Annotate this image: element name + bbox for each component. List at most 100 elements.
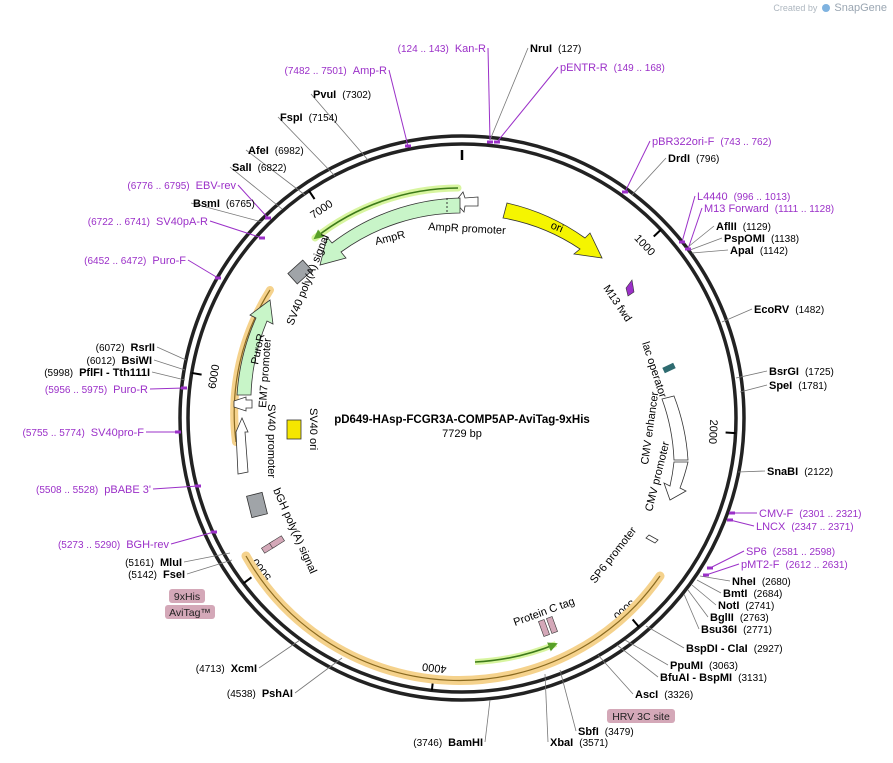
enzyme-leader-line (151, 371, 186, 381)
enzyme-site[interactable]: BmtI(2684) (723, 588, 782, 600)
primer-site[interactable]: L4440(996 .. 1013) (697, 191, 790, 203)
primer-site[interactable]: LNCX(2347 .. 2371) (756, 521, 854, 533)
primer-site[interactable]: pENTR-R(149 .. 168) (560, 62, 665, 74)
primer-site[interactable]: (6776 .. 6795)EBV-rev (127, 180, 236, 192)
enzyme-name: BspDI - ClaI (686, 643, 748, 655)
primer-site[interactable]: CMV-F(2301 .. 2321) (759, 508, 862, 520)
tick-mark-6000 (191, 371, 202, 376)
enzyme-name: FspI (280, 112, 303, 124)
enzyme-site[interactable]: (6072)RsrII (96, 342, 155, 354)
em7-promoter-label: EM7 promoter (257, 338, 274, 409)
enzyme-site[interactable]: AflII(1129) (716, 221, 771, 233)
enzyme-site[interactable]: BsmI(6765) (193, 198, 255, 210)
enzyme-site[interactable]: (6012)BsiWI (87, 355, 152, 367)
enzyme-leader-line (489, 47, 529, 141)
primer-site[interactable]: (5956 .. 5975)Puro-R (45, 384, 148, 396)
sv40-ori-feature[interactable] (286, 419, 302, 440)
enzyme-site[interactable]: AscI(3326) (635, 689, 693, 701)
em7-promoter-feature[interactable] (233, 396, 253, 412)
enzyme-position: (796) (696, 154, 719, 165)
primer-site[interactable]: pMT2-F(2612 .. 2631) (741, 559, 848, 571)
primer-site[interactable]: SP6(2581 .. 2598) (746, 546, 835, 558)
enzyme-site[interactable]: NheI(2680) (732, 576, 791, 588)
bgh-polya-feature[interactable] (246, 491, 268, 519)
cmv-promoter-feature[interactable] (663, 461, 689, 501)
primer-site[interactable]: (6452 .. 6472)Puro-F (84, 255, 186, 267)
ori-feature[interactable] (502, 202, 603, 259)
puror-feature[interactable] (236, 299, 274, 396)
enzyme-site[interactable]: BfuAI - BspMI(3131) (660, 672, 767, 684)
enzyme-site[interactable]: DrdI(796) (668, 153, 719, 165)
enzyme-name: EcoRV (754, 304, 790, 316)
tick-label: 1000 (632, 232, 658, 258)
primer-site[interactable]: (5508 .. 5528)pBABE 3' (36, 484, 151, 496)
primer-name: pMT2-F (741, 559, 780, 571)
m13-fwd-feature[interactable] (625, 279, 635, 297)
primer-leader-line (729, 519, 755, 527)
his-tag-box[interactable]: 9xHis (169, 589, 205, 603)
enzyme-site[interactable]: PvuI(7302) (313, 89, 371, 101)
insert-orf-line (245, 555, 661, 682)
enzyme-name: BglII (710, 612, 734, 624)
hrv3c-box[interactable]: HRV 3C site (607, 709, 675, 723)
ampr-orf-arrow (313, 187, 459, 240)
sv40-promoter-feature[interactable] (235, 416, 249, 475)
enzyme-name: BfuAI - BspMI (660, 672, 732, 684)
enzyme-position: (6765) (226, 199, 255, 210)
primer-site[interactable]: (7482 .. 7501)Amp-R (285, 65, 388, 77)
hrv3c-text: HRV 3C site (612, 711, 670, 723)
enzyme-site[interactable]: NruI(127) (530, 43, 581, 55)
enzyme-position: (127) (558, 44, 581, 55)
enzyme-site[interactable]: AfeI(6982) (248, 145, 304, 157)
primer-site[interactable]: (124 .. 143)Kan-R (398, 43, 486, 55)
primer-site[interactable]: (5273 .. 5290)BGH-rev (58, 539, 170, 551)
site-labels: NruI(127) PvuI(7302) FspI(7154) AfeI(6982) S… (23, 43, 862, 749)
enzyme-site[interactable]: (5161)MluI (125, 557, 182, 569)
enzyme-name: NotI (718, 600, 739, 612)
enzyme-site[interactable]: (5142)FseI (128, 569, 185, 581)
enzyme-site[interactable]: (3746)BamHI (413, 737, 483, 749)
enzyme-site[interactable]: SbfI(3479) (578, 726, 634, 738)
enzyme-name: SbfI (578, 726, 599, 738)
enzyme-site[interactable]: ApaI(1142) (730, 245, 788, 257)
enzyme-site[interactable]: Bsu36I(2771) (701, 624, 772, 636)
lac-operator-feature[interactable] (662, 362, 676, 374)
enzyme-site[interactable]: BglII(2763) (710, 612, 769, 624)
primer-leader-line (187, 259, 219, 279)
ampr-feature[interactable] (319, 197, 461, 266)
enzyme-site[interactable]: BsrGI(1725) (769, 366, 834, 378)
enzyme-leader-line (739, 384, 768, 393)
enzyme-site[interactable]: NotI(2741) (718, 600, 774, 612)
enzyme-position: (1129) (743, 222, 771, 233)
enzyme-site[interactable]: FspI(7154) (280, 112, 338, 124)
enzyme-site[interactable]: BspDI - ClaI(2927) (686, 643, 783, 655)
primer-site[interactable]: M13 Forward(1111 .. 1128) (704, 203, 834, 215)
enzyme-site[interactable]: PpuMI(3063) (670, 660, 738, 672)
enzyme-position: (3571) (579, 738, 608, 749)
primer-binding-mark (175, 430, 181, 434)
enzyme-site[interactable]: EcoRV(1482) (754, 304, 824, 316)
primer-name: pBR322ori-F (652, 136, 715, 148)
enzyme-position: (4538) (227, 689, 256, 700)
enzyme-site[interactable]: XbaI(3571) (550, 737, 608, 749)
primer-site[interactable]: pBR322ori-F(743 .. 762) (652, 136, 772, 148)
primer-site[interactable]: (6722 .. 6741)SV40pA-R (88, 216, 208, 228)
snapgene-brand: SnapGene (834, 2, 887, 14)
sv40-polya-feature[interactable] (287, 259, 313, 285)
primer-range: (6776 .. 6795) (127, 181, 189, 192)
enzyme-leader-line (559, 669, 577, 732)
enzyme-site[interactable]: SpeI(1781) (769, 380, 827, 392)
sp6-promoter-feature[interactable] (645, 534, 659, 544)
enzyme-site[interactable]: (5998)PflFI - Tth111I (44, 367, 150, 379)
primer-range: (5956 .. 5975) (45, 385, 107, 396)
avitag-box[interactable]: AviTag™ (165, 605, 215, 619)
enzyme-site[interactable]: (4713)XcmI (196, 663, 257, 675)
enzyme-site[interactable]: PspOMI(1138) (724, 233, 799, 245)
primer-binding-mark (487, 140, 493, 144)
enzyme-leader-line (597, 654, 634, 695)
primer-site[interactable]: (5755 .. 5774)SV40pro-F (23, 427, 145, 439)
cmv-enhancer-feature[interactable] (661, 395, 689, 461)
enzyme-site[interactable]: SnaBI(2122) (767, 466, 833, 478)
enzyme-site[interactable]: (4538)PshAI (227, 688, 293, 700)
enzyme-site[interactable]: SalI(6822) (232, 162, 286, 174)
